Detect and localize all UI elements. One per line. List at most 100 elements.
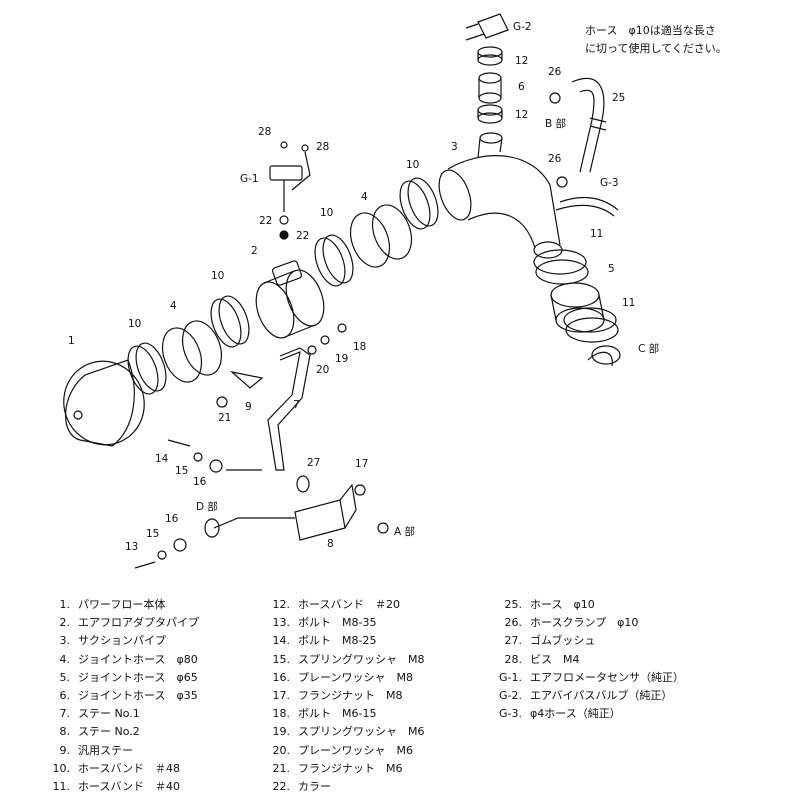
legend-item-number: 17.: [272, 689, 291, 703]
legend-item-name: ボルト M6-15: [298, 707, 377, 721]
legend-item: 6. ジョイントホース φ35: [30, 687, 199, 705]
legend-item: 9.汎用ステー: [30, 742, 199, 760]
bypass-valve-stack: [465, 13, 509, 124]
legend-item-name: エアバイパスバルブ（純正）: [530, 689, 673, 703]
legend-item-name: ボルト M8-25: [298, 634, 377, 648]
callout-13: 13: [125, 541, 138, 553]
callout-28b: 28: [316, 141, 329, 153]
legend-item-name: ステー No.1: [78, 707, 140, 721]
legend-item-number: 2.: [59, 616, 71, 630]
legend-item-number: 8.: [59, 725, 71, 739]
hose-25: [549, 77, 607, 188]
legend-item-number: 4.: [59, 652, 71, 666]
legend-item-name: φ4ホース（純正）: [530, 707, 621, 721]
callout-7: 7: [293, 399, 300, 411]
callout-g1: G-1: [240, 173, 259, 185]
legend-item-name: ボルト M8-35: [298, 616, 377, 630]
legend-item: 7. ステー No.1: [30, 705, 199, 723]
legend-item-number: 5.: [59, 670, 71, 684]
legend-item: 12. ホースバンド ＃20: [250, 596, 425, 614]
hose-band-10-b: [210, 295, 250, 348]
legend-item: 20.プレーンワッシャ M6: [250, 742, 425, 760]
callout-14: 14: [155, 453, 169, 465]
legend-item-name: スプリングワッシャ M8: [298, 652, 425, 666]
legend-item-number: 3.: [59, 634, 71, 648]
legend-item: 16.プレーンワッシャ M8: [250, 669, 425, 687]
callout-26b: 26: [548, 153, 562, 165]
legend-item-name: ジョイントホース φ35: [78, 689, 198, 703]
callout-10a: 10: [128, 318, 141, 330]
legend-item-number: 16.: [272, 670, 291, 684]
fasteners: [134, 323, 613, 569]
stay-no1: [267, 347, 311, 471]
legend-item-name: ジョイントホース φ80: [78, 652, 198, 666]
callout-9: 9: [245, 401, 252, 413]
callout-10d: 10: [406, 159, 419, 171]
legend-item-name: フランジナット M8: [298, 689, 403, 703]
legend-item-name: ホースクランプ φ10: [530, 616, 639, 630]
legend-item-name: ホースバンド ＃20: [298, 598, 400, 611]
label-part-d: D 部: [196, 500, 218, 513]
legend-item-name: パワーフロー本体: [78, 598, 166, 611]
callout-11b: 11: [622, 297, 635, 309]
legend-item-name: 汎用ステー: [78, 743, 133, 757]
callout-16a: 16: [193, 476, 207, 488]
callout-8: 8: [327, 538, 334, 550]
legend-item-number: 7.: [59, 707, 71, 721]
joint-hose-4-a: [161, 320, 223, 383]
legend-item: G-3. φ4ホース（純正）: [470, 705, 684, 723]
callout-22a: 22: [259, 215, 272, 227]
g3-hose: [555, 196, 619, 217]
legend-item-number: 19.: [272, 725, 291, 739]
callout-28a: 28: [258, 126, 271, 138]
callout-22b: 22: [296, 230, 309, 242]
legend-item-name: フランジナット M6: [298, 761, 403, 775]
legend-item: 15. スプリングワッシャ M8: [250, 651, 425, 669]
legend-item: 1.パワーフロー本体: [30, 596, 199, 614]
legend-item-name: ホースバンド ＃48: [78, 761, 180, 775]
callout-21: 21: [218, 412, 231, 424]
air-flow-adapter-pipe: [255, 260, 325, 339]
callout-4b: 4: [361, 191, 368, 203]
callout-16b: 16: [165, 513, 179, 525]
label-part-b: B 部: [545, 117, 566, 130]
legend-item: 27.ゴムブッシュ: [470, 632, 684, 650]
callout-g2: G-2: [513, 21, 532, 33]
legend-item-name: ステー No.2: [78, 725, 140, 739]
label-part-c: C 部: [638, 342, 659, 355]
legend-item: 8. ステー No.2: [30, 723, 199, 741]
legend-item-name: ホースバンド ＃40: [78, 780, 180, 794]
legend-item-number: 6.: [59, 689, 71, 703]
legend-item: 13.ボルト M8-35: [250, 614, 425, 632]
legend-item-number: 22.: [272, 780, 291, 794]
legend-item: 18. ボルト M6-15: [250, 705, 425, 723]
legend-item-number: 18.: [272, 707, 291, 721]
legend-item: 28.ビス M4: [470, 651, 684, 669]
legend-item: 25.ホース φ10: [470, 596, 684, 614]
legend-item-number: 15.: [272, 652, 291, 666]
legend-item-name: ジョイントホース φ65: [78, 670, 198, 684]
callout-12a: 12: [515, 55, 528, 67]
hose-band-10-d: [399, 177, 439, 230]
label-part-a: A 部: [394, 525, 415, 538]
legend-item-name: ホース φ10: [530, 598, 595, 611]
legend-item-number: G-2.: [499, 689, 522, 703]
callout-25: 25: [612, 92, 625, 104]
legend-item: 21.フランジナット M6: [250, 760, 425, 778]
callout-5: 5: [608, 263, 615, 275]
legend-item: 5. ジョイントホース φ65: [30, 669, 199, 687]
legend-item-number: 20.: [272, 743, 291, 757]
joint-hose-5-stack: [533, 249, 621, 365]
legend-item-number: 12.: [272, 598, 291, 611]
callout-15b: 15: [146, 528, 159, 540]
hose-band-10-a: [127, 342, 167, 395]
callout-1: 1: [68, 335, 75, 347]
generic-stay: [229, 370, 264, 389]
legend-item: 2.エアフロアダプタパイプ: [30, 614, 200, 632]
legend-item: 19.スプリングワッシャ M6: [250, 723, 425, 741]
legend-item-number: G-3.: [499, 707, 522, 721]
callout-6: 6: [518, 81, 525, 93]
legend-item-number: 14.: [272, 634, 291, 648]
legend-item: G-1.エアフロメータセンサ（純正）: [470, 669, 684, 687]
legend-item-number: 27.: [504, 634, 523, 648]
